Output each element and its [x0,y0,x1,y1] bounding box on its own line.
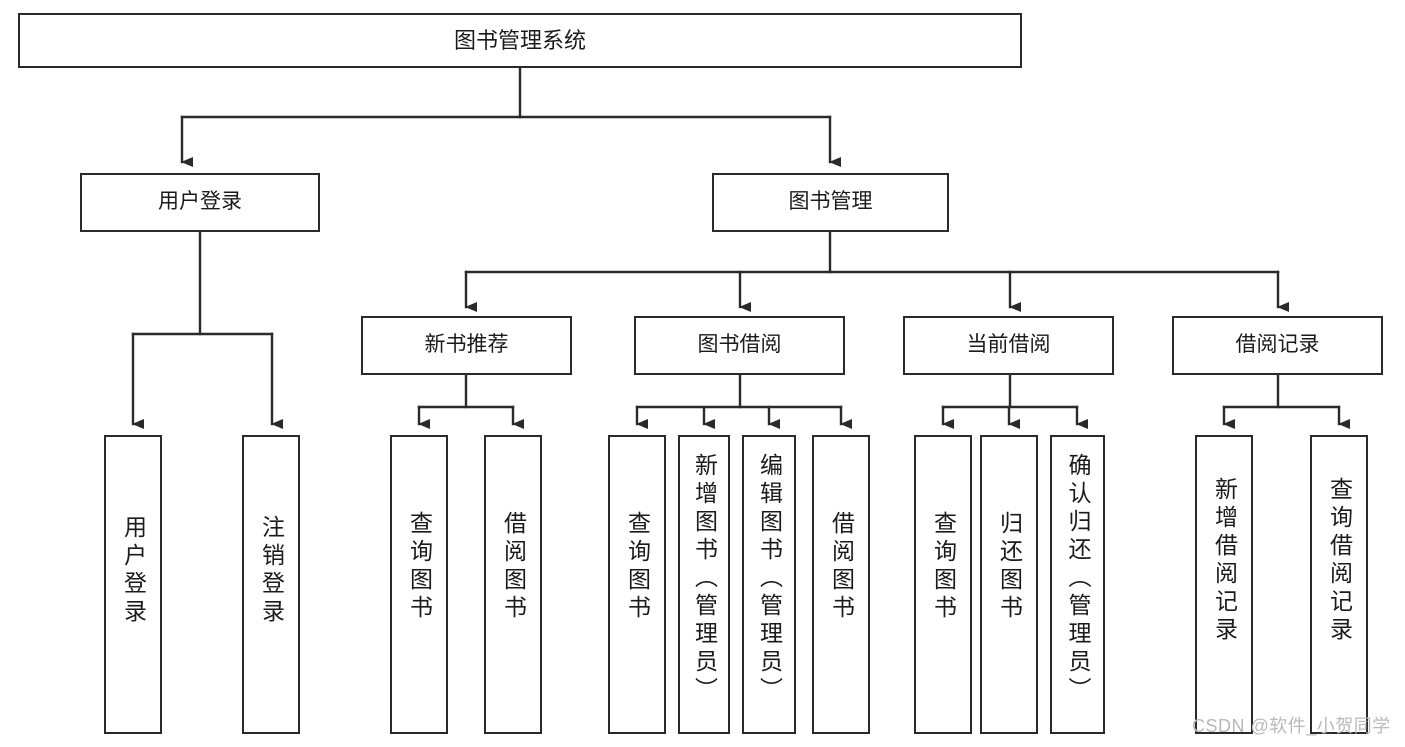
node-new-book-recommend[interactable]: 新书推荐 [361,316,572,375]
leaf-return-book[interactable]: 归还图书 [980,435,1038,734]
node-current-borrow[interactable]: 当前借阅 [903,316,1114,375]
leaf-borrow-book[interactable]: 借阅图书 [812,435,870,734]
leaf-add-borrow-record[interactable]: 新增借阅记录 [1195,435,1253,734]
node-label: 当前借阅 [966,333,1051,357]
node-label: 新增借阅记录 [1211,477,1238,645]
leaf-query-book-borrow[interactable]: 查询图书 [608,435,666,734]
node-label: 借阅图书 [500,511,527,623]
node-label: 用户登录 [158,190,242,214]
leaf-user-login[interactable]: 用户登录 [104,435,162,734]
node-root-book-management-system[interactable]: 图书管理系统 [18,13,1022,68]
leaf-borrow-book-recommend[interactable]: 借阅图书 [484,435,542,734]
node-label: 借阅图书 [828,511,855,623]
node-label: 图书借阅 [697,333,782,357]
node-user-login[interactable]: 用户登录 [80,173,320,232]
node-label: 注销登录 [258,515,285,627]
leaf-confirm-return-admin[interactable]: 确认归还（管理员） [1050,435,1105,734]
leaf-query-book-current[interactable]: 查询图书 [914,435,972,734]
node-label: 借阅记录 [1235,333,1320,357]
node-borrow-record[interactable]: 借阅记录 [1172,316,1383,375]
node-label: 查询借阅记录 [1326,477,1353,645]
node-label: 查询图书 [930,511,957,623]
node-label: 查询图书 [406,511,433,623]
node-label: 确认归还（管理员） [1065,453,1091,705]
node-label: 用户登录 [120,515,147,627]
node-label: 新增图书（管理员） [691,453,718,705]
node-label: 新书推荐 [424,333,509,357]
node-label: 查询图书 [624,511,651,623]
node-book-borrow[interactable]: 图书借阅 [634,316,845,375]
node-book-management[interactable]: 图书管理 [712,173,949,232]
node-label: 归还图书 [996,511,1023,623]
leaf-query-book-recommend[interactable]: 查询图书 [390,435,448,734]
node-label: 图书管理 [788,190,873,214]
leaf-add-book-admin[interactable]: 新增图书（管理员） [678,435,730,734]
leaf-query-borrow-record[interactable]: 查询借阅记录 [1310,435,1368,734]
leaf-edit-book-admin[interactable]: 编辑图书（管理员） [742,435,796,734]
node-label: 编辑图书（管理员） [756,453,783,705]
leaf-logout-login[interactable]: 注销登录 [242,435,300,734]
node-label: 图书管理系统 [453,27,586,53]
